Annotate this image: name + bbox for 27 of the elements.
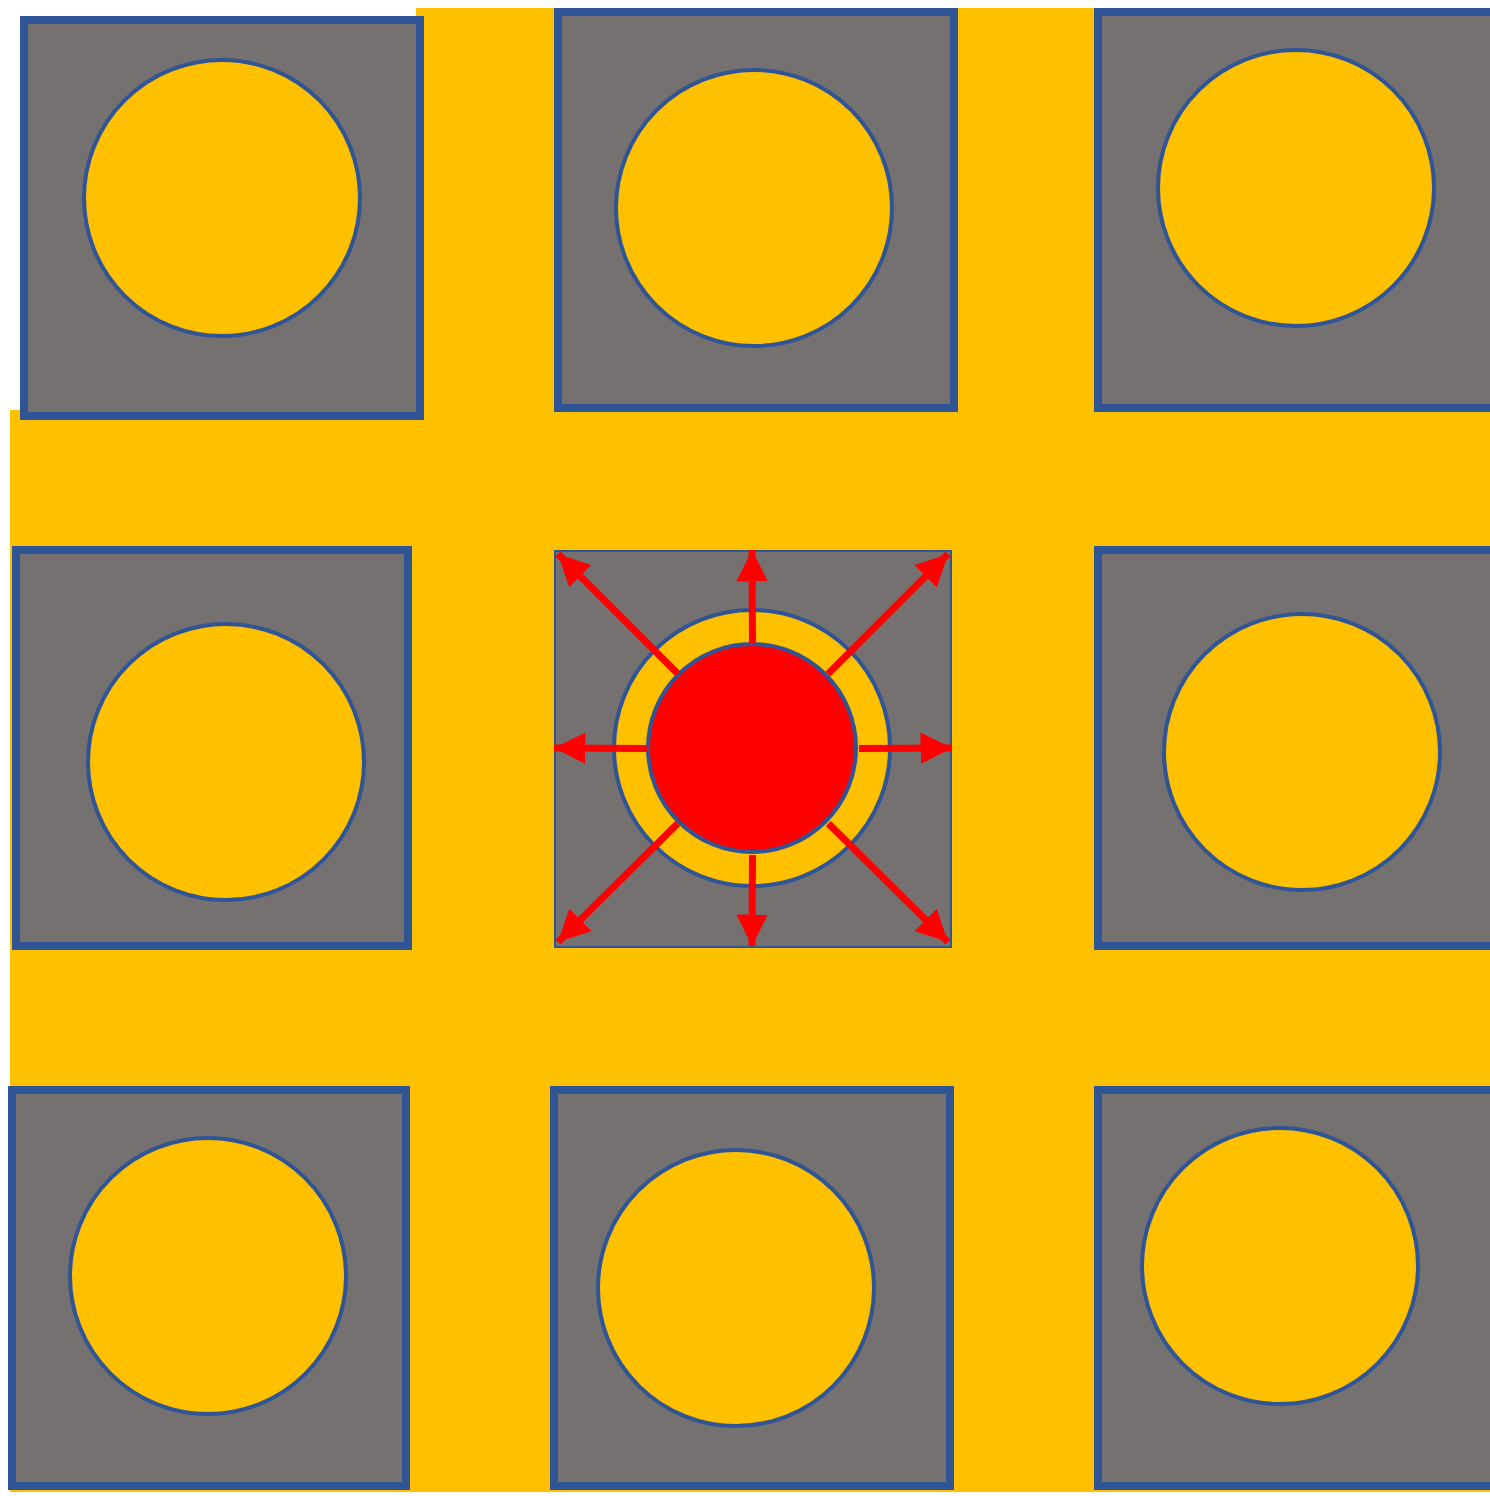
square-tile bbox=[1094, 1086, 1490, 1490]
round-disc bbox=[1140, 1126, 1420, 1406]
round-disc bbox=[67, 1136, 347, 1416]
square-tile bbox=[1094, 546, 1490, 950]
arrow bbox=[554, 732, 648, 764]
arrow bbox=[736, 855, 768, 946]
central-disc bbox=[646, 642, 858, 854]
arrow bbox=[825, 821, 951, 945]
arrow bbox=[825, 551, 951, 677]
square-tile bbox=[554, 550, 952, 948]
arrow bbox=[858, 732, 952, 764]
arrow bbox=[555, 821, 681, 945]
arrow bbox=[555, 551, 681, 677]
square-tile bbox=[554, 8, 958, 412]
square-tile bbox=[1094, 8, 1490, 412]
round-disc bbox=[614, 68, 894, 348]
round-disc bbox=[86, 622, 366, 902]
round-disc bbox=[82, 58, 362, 338]
round-disc bbox=[1156, 48, 1436, 328]
square-tile bbox=[12, 546, 412, 950]
square-tile bbox=[550, 1086, 954, 1490]
square-tile bbox=[8, 1086, 410, 1490]
round-disc bbox=[596, 1148, 876, 1428]
round-disc bbox=[612, 608, 892, 888]
arrow bbox=[736, 550, 768, 644]
round-disc bbox=[1162, 612, 1442, 892]
square-tile bbox=[20, 16, 424, 420]
